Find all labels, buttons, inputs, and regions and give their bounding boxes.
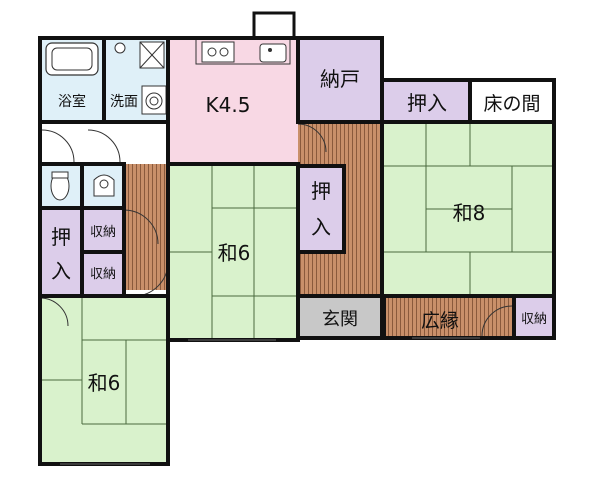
tatami-lines [40, 122, 554, 425]
label-shuno-e: 収納 [521, 312, 547, 327]
shuno-e-floor [514, 296, 554, 338]
label-closet-west-2: 入 [51, 259, 71, 283]
corridor-bath [40, 122, 168, 164]
label-genkan: 玄関 [322, 309, 358, 330]
bathtub-icon [45, 42, 99, 76]
corridor-west [124, 164, 168, 290]
genkan-floor [298, 296, 382, 338]
label-hiroen: 広縁 [421, 310, 459, 332]
vent-icon [252, 11, 296, 40]
closet-west-floor [40, 210, 82, 296]
closet-ne-floor [384, 82, 470, 122]
label-closet-ne: 押入 [407, 91, 447, 115]
tap-icon [114, 42, 126, 54]
label-washitsu6-center: 和6 [218, 241, 251, 265]
label-closet-west-1: 押 [51, 225, 71, 249]
tokonoma-floor [470, 82, 554, 122]
window-marks [60, 337, 480, 465]
label-closet-center-2: 入 [311, 215, 331, 239]
label-tokonoma: 床の間 [483, 93, 540, 115]
label-shuno-1: 収納 [90, 225, 116, 240]
label-washroom: 洗面 [110, 94, 138, 110]
hiroen-floor [384, 296, 514, 338]
door-swings [39, 123, 513, 337]
label-shuno-2: 収納 [90, 267, 116, 282]
label-washitsu6-sw: 和6 [88, 371, 121, 395]
urinal-icon [93, 174, 115, 197]
label-washitsu8: 和8 [453, 201, 486, 225]
label-kitchen: K4.5 [206, 93, 251, 117]
closet-center-floor [298, 166, 344, 252]
shuno1-floor [82, 210, 124, 252]
sink-icon [259, 43, 287, 63]
stove-icon [201, 41, 235, 63]
nando-floor [298, 38, 382, 122]
label-nando: 納戸 [320, 67, 360, 91]
label-bath: 浴室 [58, 93, 86, 110]
shuno2-floor [82, 252, 124, 294]
label-closet-center-1: 押 [311, 179, 331, 203]
